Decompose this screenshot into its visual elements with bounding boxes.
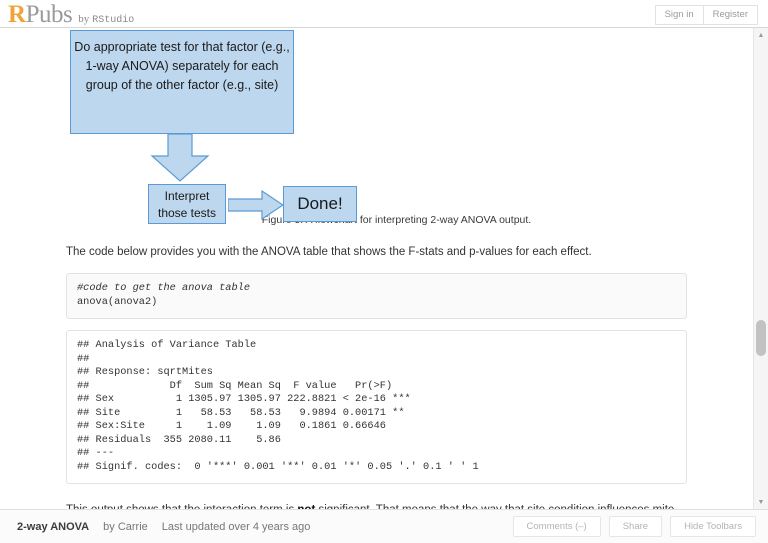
top-navigation-bar: R Pubs by RStudio Sign in Register <box>0 0 768 28</box>
flowchart-box-done: Done! <box>283 186 357 222</box>
vertical-scrollbar[interactable]: ▲ ▼ <box>753 28 768 509</box>
footer-button-group: Comments (–) Share Hide Toolbars <box>512 515 756 538</box>
sign-in-button[interactable]: Sign in <box>654 5 704 25</box>
footer-author: by Carrie <box>103 520 148 533</box>
intro-paragraph: The code below provides you with the ANO… <box>0 245 753 260</box>
r-code-block: #code to get the anova table anova(anova… <box>66 273 687 319</box>
figure-caption: Figure 5. A flowchart for interpreting 2… <box>261 214 532 226</box>
code-call-line: anova(anova2) <box>77 295 158 308</box>
logo-text-pubs: Pubs <box>25 1 73 28</box>
interp-bold-not: not <box>297 504 315 509</box>
footer-document-title: 2-way ANOVA <box>17 520 90 533</box>
intro-paragraph-text: The code below provides you with the ANO… <box>66 246 592 258</box>
scrollbar-thumb[interactable] <box>756 320 766 356</box>
footer-last-updated: Last updated over 4 years ago <box>161 520 311 533</box>
code-block-wrapper: #code to get the anova table anova(anova… <box>0 273 753 319</box>
share-button[interactable]: Share <box>608 515 663 538</box>
flowchart-arrow-down-icon <box>150 134 210 182</box>
scroll-up-arrow-icon[interactable]: ▲ <box>757 31 765 39</box>
hide-toolbars-button[interactable]: Hide Toolbars <box>670 515 756 538</box>
anova-output-block: ## Analysis of Variance Table ## ## Resp… <box>66 330 687 484</box>
rpubs-logo[interactable]: R Pubs by RStudio <box>8 1 134 29</box>
output-block-wrapper: ## Analysis of Variance Table ## ## Resp… <box>0 330 753 484</box>
scroll-down-arrow-icon[interactable]: ▼ <box>757 498 765 506</box>
interpretation-paragraph: This output shows that the interaction t… <box>0 503 753 509</box>
interp-text-a: This output shows that the interaction t… <box>66 504 297 509</box>
logo-rstudio-text: RStudio <box>92 15 135 26</box>
document-body: Do appropriate test for that factor (e.g… <box>0 28 753 509</box>
document-scroll-area[interactable]: Do appropriate test for that factor (e.g… <box>0 28 753 509</box>
flowchart-box-interpret: Interpret those tests <box>148 184 226 224</box>
interp-text-b: significant. That means that the way tha… <box>66 504 674 509</box>
code-comment-line: #code to get the anova table <box>77 282 251 294</box>
flowchart-arrow-right-icon <box>228 190 284 220</box>
auth-button-group: Sign in Register <box>654 5 758 25</box>
comments-button[interactable]: Comments (–) <box>512 515 601 538</box>
register-button[interactable]: Register <box>703 5 758 25</box>
flowchart-figure: Do appropriate test for that factor (e.g… <box>0 28 753 224</box>
logo-by-text: by <box>78 13 90 25</box>
flowchart-box-do-test: Do appropriate test for that factor (e.g… <box>70 30 294 134</box>
document-footer-bar: 2-way ANOVA by Carrie Last updated over … <box>0 509 768 543</box>
logo-letter-r: R <box>8 1 26 28</box>
